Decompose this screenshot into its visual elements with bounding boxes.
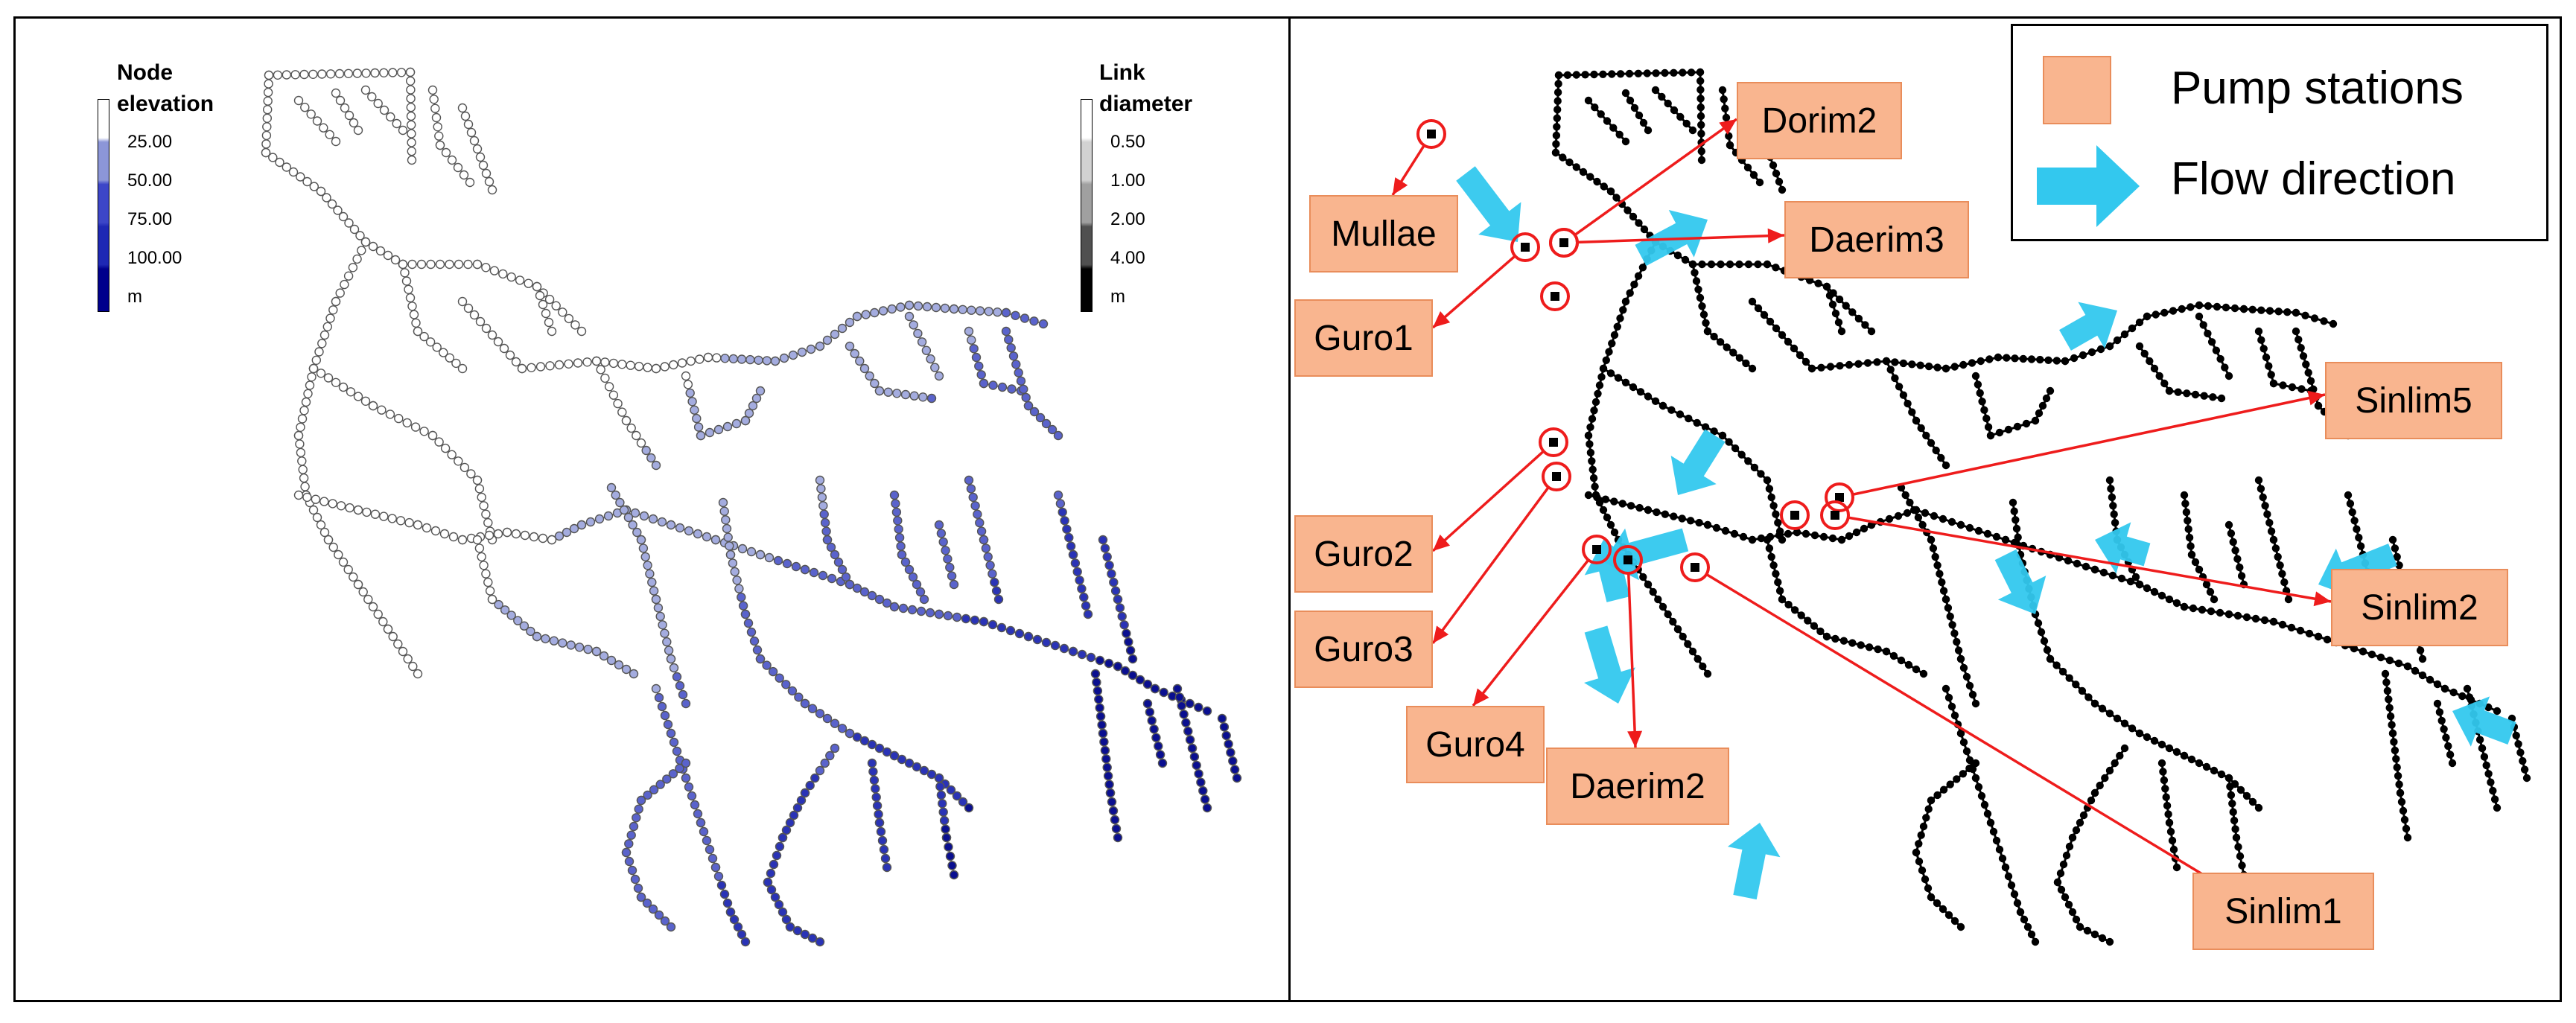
pump-station-marker [1391,119,1446,196]
node-legend-colorbar [98,99,109,312]
panel-divider [1288,16,1291,1002]
pump-station-marker [1431,232,1540,329]
flow-direction-arrow-icon [2452,696,2516,747]
node-legend-title: Node elevation [117,60,214,116]
pump-station-map-panel [1291,19,2560,1000]
link-legend-tick: 2.00 [1110,209,1145,229]
pump-station-marker [1540,281,1570,311]
pipe-network [1551,68,2531,946]
pump-station-marker [1472,535,1612,707]
flow-direction-arrow-icon [1456,166,1521,242]
link-legend-tick: 0.50 [1110,132,1145,152]
pump-station-marker [1825,390,2326,512]
flow-direction-key-label: Flow direction [2171,153,2456,205]
pipe-network [261,67,1242,947]
flow-direction-arrow-icon [2059,302,2117,351]
link-legend-tick: 4.00 [1110,248,1145,268]
pump-station-marker [1680,552,2235,895]
elevation-map-panel: Node elevation 25.00 50.00 75.00 100.00 … [16,19,1288,1000]
flow-direction-arrow-icon [1584,540,1637,602]
pump-label-guro4: Guro4 [1406,706,1545,783]
pump-label-sinlim1: Sinlim1 [2192,873,2374,950]
node-legend-tick: 100.00 [127,248,182,268]
link-legend-unit: m [1110,287,1125,307]
pump-label-sinlim2: Sinlim2 [2331,569,2508,646]
map-key: Pump stations Flow direction [2011,24,2548,241]
node-legend-tick: 75.00 [127,209,173,229]
pump-station-swatch [2043,56,2111,124]
elevation-network-map [261,67,1242,947]
flow-direction-arrow-icon [1603,528,1689,581]
flow-direction-arrow-icon [2094,522,2151,574]
pump-station-marker [1431,427,1568,552]
pump-label-daerim2: Daerim2 [1546,748,1729,825]
flow-direction-arrow-icon [2037,145,2140,227]
flow-direction-arrow-icon [1994,549,2047,614]
pump-station-marker [1820,500,2332,607]
flow-direction-arrow-icon [1727,822,1781,900]
pump-label-dorim2: Dorim2 [1737,82,1902,159]
pump-label-guro1: Guro1 [1294,299,1433,377]
pump-label-mullae: Mullae [1309,195,1458,273]
flow-direction-arrow-icon [1670,429,1726,495]
pump-label-guro3: Guro3 [1294,611,1433,688]
link-legend-title: Link diameter [1099,60,1193,116]
node-legend-tick: 50.00 [127,170,173,191]
pump-station-marker [1431,462,1571,645]
pump-label-daerim3: Daerim3 [1784,201,1969,278]
link-legend-tick: 1.00 [1110,170,1145,191]
pump-station-network-map [1391,68,2531,946]
pump-station-marker [1549,118,1738,258]
flow-direction-arrow-icon [1584,625,1635,704]
pump-label-sinlim5: Sinlim5 [2325,362,2502,439]
pump-station-marker [1780,500,1810,530]
pump-station-key-label: Pump stations [2171,63,2464,114]
pump-station-marker [1549,228,1785,258]
pump-station-marker [1613,545,1643,748]
node-legend-unit: m [127,287,142,307]
node-legend-tick: 25.00 [127,132,173,152]
pump-label-guro2: Guro2 [1294,515,1433,593]
link-legend-colorbar [1081,99,1093,312]
